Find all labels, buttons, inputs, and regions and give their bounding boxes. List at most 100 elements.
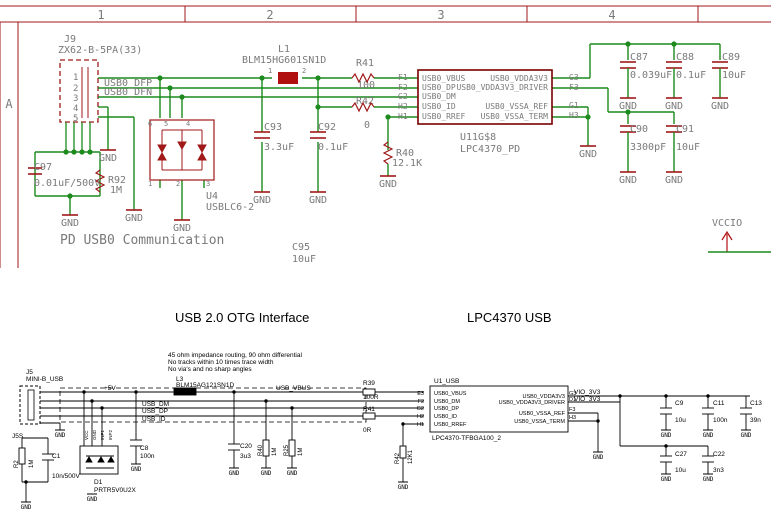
pd-usb0-schematic: 1 2 3 4 A J9 ZX62-B-5PA(33) 1 2 3 4 5 [0, 5, 771, 268]
svg-text:R40: R40 [396, 148, 414, 159]
gnd-symbol: GND [703, 473, 714, 483]
gnd-symbol: GND [21, 501, 32, 511]
gnd-symbol: GND [61, 214, 79, 229]
c27-value: 10u [675, 467, 686, 474]
gnd-label: GND [253, 195, 271, 206]
gnd-label: GND [125, 213, 143, 224]
svg-text:VCCIO: VCCIO [712, 218, 742, 229]
svg-text:USB0_DM: USB0_DM [422, 92, 456, 101]
gnd-symbol: GND [253, 191, 271, 206]
c8-ref: C8 [140, 445, 149, 452]
gnd-symbol: GND [99, 149, 117, 164]
r41-ref: R41 [363, 406, 375, 413]
routing-note-3: No via's and no sharp angles [168, 366, 252, 373]
ic-u11: F1 F2 G2 H2 H1 USB0_VBUS USB0_DP USB0_DM… [398, 69, 579, 155]
svg-text:USB0_VDDA3V3: USB0_VDDA3V3 [523, 394, 566, 400]
r40-value: 1M [272, 448, 278, 456]
vccio-supply: VCCIO [708, 218, 771, 253]
c13-ref: C13 [750, 400, 762, 407]
net-usb-dp: USB_DP [142, 408, 168, 415]
c93-ref: C93 [264, 122, 282, 133]
svg-text:USB0_VBUS: USB0_VBUS [422, 74, 466, 83]
gnd-symbol: GND [665, 171, 683, 186]
l3-value: BLM15AG121SN1D [176, 382, 234, 389]
bottom-net-wires [21, 391, 750, 502]
svg-text:1: 1 [73, 73, 78, 83]
c13-value: 39n [750, 417, 761, 424]
d1-pin-inp1: INP1 [100, 429, 105, 440]
svg-text:USB0_DP: USB0_DP [422, 83, 456, 92]
gnd-label: GND [87, 496, 98, 503]
c89-value: 10uF [722, 70, 746, 81]
gnd-symbol: GND [229, 467, 240, 477]
c20-value: 3u3 [240, 453, 251, 460]
gnd-label: GND [398, 484, 409, 491]
gnd-symbol: GND [55, 429, 66, 439]
svg-text:USB0_VSSA_REF: USB0_VSSA_REF [485, 102, 548, 111]
svg-text:H1: H1 [398, 112, 408, 121]
gnd-symbol: GND [579, 145, 597, 160]
r92-value: 1M [110, 185, 122, 196]
svg-text:USB0_VDDA3V3_DRIVER: USB0_VDDA3V3_DRIVER [499, 400, 565, 406]
gnd-symbol: GND [665, 97, 683, 112]
svg-text:USB0_VSSA_REF: USB0_VSSA_REF [519, 411, 566, 417]
junctions [63, 41, 677, 199]
svg-text:F2: F2 [418, 399, 424, 405]
gnd-label: GND [261, 470, 272, 477]
svg-text:J5: J5 [26, 369, 33, 376]
c91-ref: C91 [676, 124, 694, 135]
vio-label-1: VIO_3V3 [574, 389, 601, 396]
svg-text:USB0_VDDA3V3: USB0_VDDA3V3 [490, 74, 548, 83]
bottom-junctions [24, 390, 710, 484]
svg-text:F3: F3 [569, 407, 575, 413]
svg-text:5: 5 [73, 114, 78, 124]
ic-u1-usb: U1_USB E3 F2 G2 H2 H1 USB0_VBUS USB0_DM … [417, 378, 577, 442]
r92-ref: R92 [108, 175, 126, 186]
gnd-symbol: GND [661, 473, 672, 483]
svg-text:G2: G2 [417, 406, 424, 412]
gnd-label: GND [131, 466, 142, 473]
section-title-usb-otg: USB 2.0 OTG Interface [175, 310, 309, 325]
gnd-label: GND [309, 195, 327, 206]
c97-ref: C97 [34, 162, 52, 173]
svg-text:1: 1 [148, 180, 152, 188]
c92-ref: C92 [318, 122, 336, 133]
r42-value: 12K1 [408, 449, 414, 464]
svg-text:D1: D1 [569, 397, 576, 403]
gnd-label: GND [703, 476, 714, 483]
gnd-label: GND [665, 175, 683, 186]
j9-value: ZX62-B-5PA(33) [58, 45, 142, 56]
c92-value: 0.1uF [318, 142, 348, 153]
r41-value: 0R [363, 427, 372, 434]
svg-text:H2: H2 [398, 102, 408, 111]
d1-pin-vcc: VCC [84, 430, 89, 440]
net-plus5v: +5V [104, 385, 116, 392]
gnd-symbol: GND [261, 467, 272, 477]
svg-text:1: 1 [268, 67, 272, 75]
gnd-symbol: GND [398, 481, 409, 491]
gnd-symbol: GND [309, 191, 327, 206]
svg-text:LPC4370_PD: LPC4370_PD [460, 144, 520, 155]
gnd-label: GND [55, 432, 66, 439]
ferrite-l1: L1 BLM15HG601SN1D 1 2 [242, 44, 326, 84]
c22-ref: C22 [713, 451, 725, 458]
c1-ref: C1 [52, 453, 61, 460]
svg-text:H2: H2 [417, 414, 424, 420]
gnd-label: GND [619, 101, 637, 112]
gnd-label: GND [229, 470, 240, 477]
svg-text:G3: G3 [569, 391, 576, 397]
net-usb-vbus: USB_VBUS [276, 385, 311, 392]
net-wires [34, 43, 721, 220]
svg-text:H1: H1 [417, 422, 424, 428]
c11-value: 100n [713, 417, 728, 424]
c9-ref: C9 [675, 400, 684, 407]
esd-u4: 6 5 4 1 2 3 U4 USBLC6-2 [148, 119, 254, 213]
svg-text:USB0_RREF: USB0_RREF [422, 112, 466, 121]
svg-text:USB0_VDDA3V3_DRIVER: USB0_VDDA3V3_DRIVER [456, 83, 548, 92]
gnd-symbol: GND [131, 463, 142, 473]
svg-text:U11G$8: U11G$8 [460, 132, 496, 143]
gnd-symbol: GND [173, 219, 191, 234]
resistor-r40: R40 12.1K [382, 141, 422, 176]
gnd-symbol: GND [87, 493, 98, 503]
gnd-label: GND [21, 504, 32, 511]
